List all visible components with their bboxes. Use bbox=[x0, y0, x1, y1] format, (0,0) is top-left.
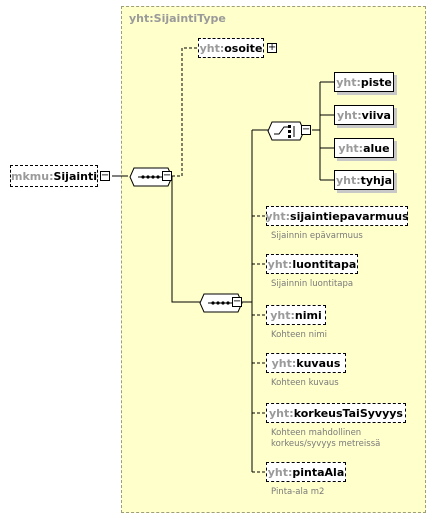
sequence-compositor-outer[interactable] bbox=[128, 166, 174, 188]
element-viiva[interactable]: yht:viiva bbox=[334, 105, 394, 125]
osoite-name: osoite bbox=[224, 41, 263, 55]
complex-type-label: yht:SijaintiType bbox=[129, 12, 226, 25]
alue-name: alue bbox=[363, 141, 390, 155]
root-namespace: mkmu: bbox=[11, 169, 54, 183]
element-piste[interactable]: yht:piste bbox=[334, 72, 394, 92]
doc-korkeustaisyvyys: Kohteen mahdollinen korkeus/syvyys metre… bbox=[271, 428, 381, 449]
element-nimi[interactable]: yht:nimi bbox=[266, 305, 326, 325]
osoite-namespace: yht: bbox=[199, 41, 225, 55]
korkeustaisyvyys-namespace: yht: bbox=[269, 406, 294, 420]
korkeustaisyvyys-name: korkeusTaiSyvyys bbox=[293, 406, 403, 420]
alue-namespace: yht: bbox=[338, 141, 364, 155]
nimi-namespace: yht: bbox=[270, 308, 295, 322]
viiva-name: viiva bbox=[361, 108, 391, 122]
viiva-namespace: yht: bbox=[337, 108, 362, 122]
pinta-ala-namespace: yht: bbox=[267, 465, 293, 479]
collapse-inner-seq-toggle[interactable]: − bbox=[232, 296, 242, 307]
doc-luontitapa: Sijainnin luontitapa bbox=[271, 279, 354, 289]
luontitapa-name: luontitapa bbox=[292, 257, 357, 271]
element-pinta-ala[interactable]: yht:pintaAla bbox=[266, 462, 346, 482]
pinta-ala-name: pintaAla bbox=[292, 465, 345, 479]
piste-name: piste bbox=[360, 75, 392, 89]
collapse-outer-seq-toggle[interactable]: − bbox=[162, 170, 172, 181]
tyhja-name: tyhja bbox=[360, 173, 393, 187]
luontitapa-namespace: yht: bbox=[267, 257, 293, 271]
choice-compositor[interactable] bbox=[266, 120, 306, 142]
element-osoite[interactable]: yht:osoite bbox=[198, 38, 264, 58]
piste-namespace: yht: bbox=[336, 75, 361, 89]
element-tyhja[interactable]: yht:tyhja bbox=[334, 170, 394, 190]
expand-osoite-toggle[interactable]: + bbox=[267, 42, 277, 53]
collapse-choice-toggle[interactable]: − bbox=[301, 124, 311, 135]
kuvaus-namespace: yht: bbox=[271, 356, 297, 370]
element-luontitapa[interactable]: yht:luontitapa bbox=[266, 254, 358, 274]
nimi-name: nimi bbox=[294, 308, 322, 322]
element-sijaintiepavarmuus[interactable]: yht:sijaintiepavarmuus bbox=[265, 206, 409, 226]
doc-sijaintiepavarmuus: Sijainnin epävarmuus bbox=[271, 231, 363, 241]
kuvaus-name: kuvaus bbox=[296, 356, 341, 370]
element-korkeustaisyvyys[interactable]: yht:korkeusTaiSyvyys bbox=[266, 403, 406, 423]
sequence-compositor-inner[interactable] bbox=[198, 292, 244, 314]
collapse-root-toggle[interactable]: − bbox=[100, 170, 110, 181]
doc-kuvaus: Kohteen kuvaus bbox=[271, 378, 339, 388]
root-element-sijainti[interactable]: mkmu:Sijainti bbox=[10, 165, 98, 187]
sijaintiepavarmuus-namespace: yht: bbox=[265, 209, 291, 223]
doc-pinta-ala: Pinta-ala m2 bbox=[271, 487, 325, 497]
element-kuvaus[interactable]: yht:kuvaus bbox=[266, 353, 346, 373]
sijaintiepavarmuus-name: sijaintiepavarmuus bbox=[290, 209, 409, 223]
root-name: Sijainti bbox=[53, 169, 98, 183]
tyhja-namespace: yht: bbox=[335, 173, 361, 187]
element-alue[interactable]: yht:alue bbox=[334, 138, 394, 158]
doc-nimi: Kohteen nimi bbox=[271, 330, 328, 340]
